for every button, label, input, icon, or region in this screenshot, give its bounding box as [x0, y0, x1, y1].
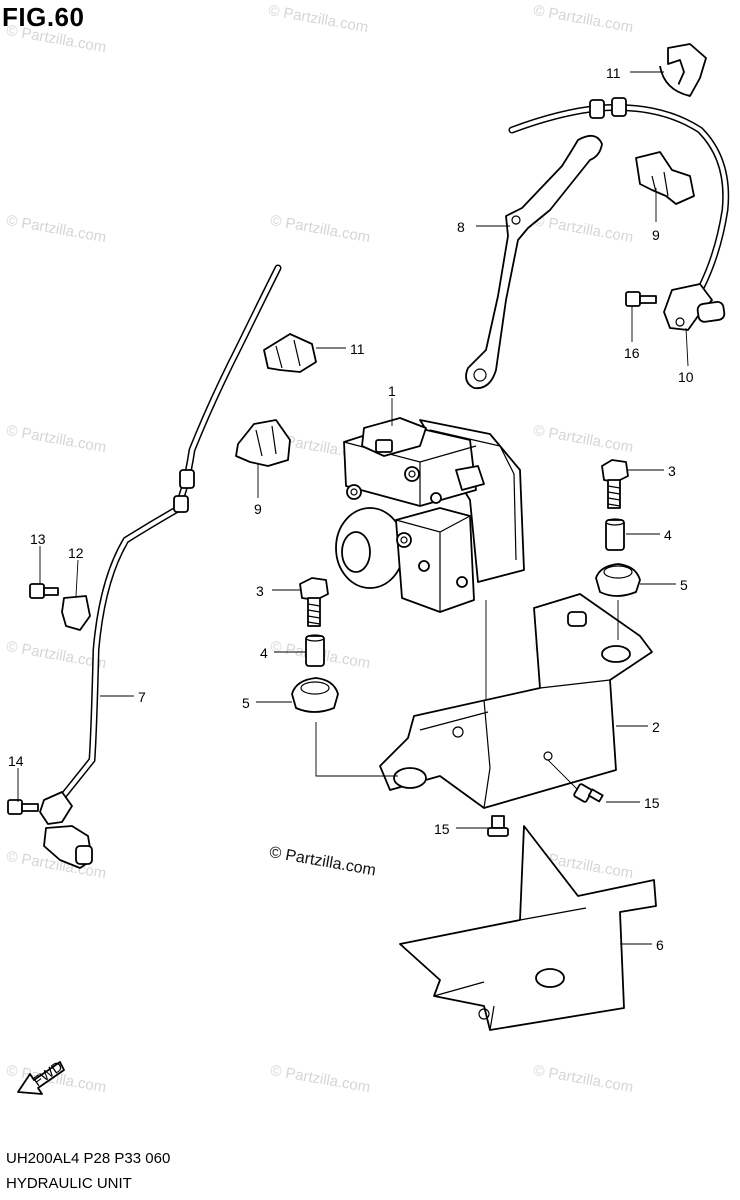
callout-11: 11	[606, 65, 621, 81]
clip-part-12	[61, 595, 91, 631]
rear-wheel-sensor	[39, 791, 93, 869]
clamp-part-11-lower	[263, 333, 317, 373]
callout-4: 4	[664, 527, 672, 543]
callout-5: 5	[680, 577, 688, 593]
callout-9: 9	[652, 227, 660, 243]
plate-part-6	[399, 825, 657, 1031]
callout-10: 10	[678, 369, 694, 385]
bracket-part-2	[379, 593, 653, 809]
spacer-part-4-left	[305, 634, 325, 667]
diagram-code: UH200AL4 P28 P33 060	[6, 1150, 171, 1167]
callout-11: 11	[350, 341, 365, 357]
callout-15: 15	[644, 795, 660, 811]
bolt-part-15-lower	[487, 815, 509, 837]
callout-13: 13	[30, 531, 46, 547]
callout-12: 12	[68, 545, 84, 561]
bolt-part-15-right	[573, 783, 604, 803]
callout-4: 4	[260, 645, 268, 661]
sensor-cable-rear-part-7	[56, 264, 282, 804]
clamp-part-9-upper	[635, 151, 695, 205]
clamp-part-11-upper	[659, 43, 707, 97]
leader-lines	[17, 71, 689, 945]
callout-5: 5	[242, 695, 250, 711]
callout-14: 14	[8, 753, 24, 769]
grommet-part-5-left	[291, 677, 339, 713]
callout-15: 15	[434, 821, 450, 837]
callouts: 11 8 9 16 10 11 1 9 13 12 7 14 3 4 5 3 4…	[8, 65, 694, 953]
sensor-bracket-part-8	[465, 134, 603, 390]
bolt-part-3-right	[601, 459, 629, 509]
fwd-arrow-icon: FWD	[17, 1058, 65, 1095]
callout-6: 6	[656, 937, 664, 953]
bolt-part-13	[29, 583, 59, 599]
fig-title: FIG.60	[2, 2, 85, 32]
callout-8: 8	[457, 219, 465, 235]
callout-16: 16	[624, 345, 640, 361]
callout-9: 9	[254, 501, 262, 517]
clamp-part-9-lower	[235, 419, 291, 467]
bolt-part-16	[625, 291, 657, 307]
sensor-cable-front	[508, 97, 730, 294]
callout-2: 2	[652, 719, 660, 735]
spacer-part-4-right	[605, 518, 625, 551]
bolt-part-3-left	[299, 577, 329, 627]
callout-3: 3	[668, 463, 676, 479]
diagram-unit-name: HYDRAULIC UNIT	[6, 1175, 132, 1192]
callout-7: 7	[138, 689, 146, 705]
wheel-speed-sensor-part-10	[663, 283, 726, 331]
hydraulic-unit-part-1	[335, 417, 525, 613]
bolt-part-14	[7, 799, 39, 815]
callout-3: 3	[256, 583, 264, 599]
grommet-part-5-right	[595, 563, 641, 597]
callout-1: 1	[388, 383, 396, 399]
